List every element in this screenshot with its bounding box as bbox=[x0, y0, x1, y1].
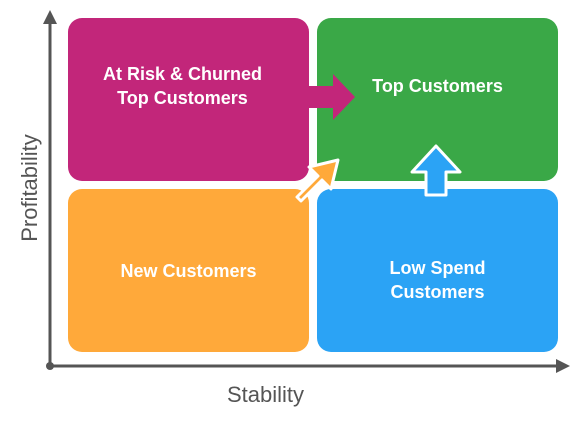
arrow-new-to-top bbox=[295, 158, 340, 203]
quadrant-at-risk-churned: At Risk & Churned Top Customers bbox=[68, 18, 309, 181]
y-axis-arrowhead bbox=[43, 10, 57, 24]
y-axis-title: Profitability bbox=[17, 134, 42, 242]
arrow-at-risk-to-top bbox=[300, 74, 355, 120]
axes bbox=[43, 10, 570, 373]
quadrant-label-top-customers: Top Customers bbox=[372, 75, 503, 96]
quadrant-label-low-spend: Low Spend Customers bbox=[389, 257, 486, 302]
axis-origin-dot bbox=[46, 362, 54, 370]
quadrant-low-spend: Low Spend Customers bbox=[317, 189, 558, 352]
x-axis-arrowhead bbox=[556, 359, 570, 373]
quadrant-label-new-customers: New Customers bbox=[120, 260, 257, 281]
quadrant-label-at-risk-churned: At Risk & Churned Top Customers bbox=[102, 63, 262, 108]
quadrant-new-customers: New Customers bbox=[68, 189, 309, 352]
arrow-low-spend-to-top bbox=[410, 144, 462, 197]
x-axis-title: Stability bbox=[227, 382, 305, 407]
